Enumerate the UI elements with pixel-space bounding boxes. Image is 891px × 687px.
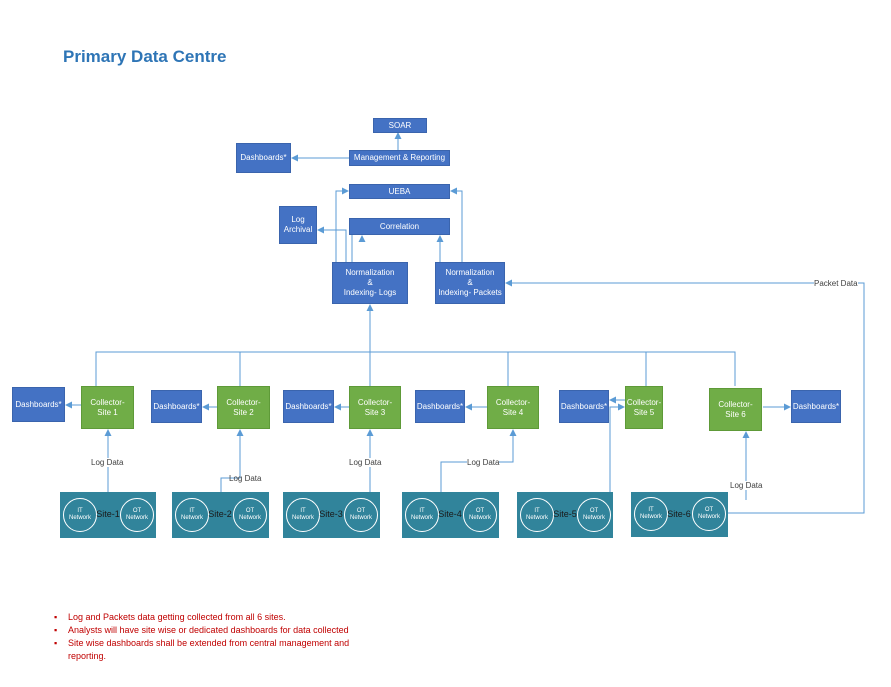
dashboards-site-2: Dashboards* <box>151 390 202 423</box>
soar-box: SOAR <box>373 118 427 133</box>
site-4-block: IT Network Site-4 OT Network <box>402 492 499 538</box>
site-label: Site-2 <box>208 509 232 519</box>
logs-to-ueba-arrow <box>335 187 349 262</box>
log-data-label-2: Log Data <box>229 474 262 483</box>
note-item: Log and Packets data getting collected f… <box>54 611 358 624</box>
collector-site-6: Collector- Site 6 <box>709 388 762 431</box>
s2-log-arrow <box>220 429 244 492</box>
collector-site-5: Collector- Site 5 <box>625 386 663 429</box>
site-3-block: IT Network Site-3 OT Network <box>283 492 380 538</box>
site-label: Site-6 <box>667 509 691 519</box>
packet-data-arrow <box>505 279 865 514</box>
collector-site-3: Collector- Site 3 <box>349 386 401 429</box>
central-dashboards-box: Dashboards* <box>236 143 291 173</box>
site-label: Site-3 <box>319 509 343 519</box>
note-item: Site wise dashboards shall be extended f… <box>54 637 358 663</box>
correlation-box: Correlation <box>349 218 450 235</box>
ot-network-circle: OT Network <box>233 498 267 532</box>
collector-site-4: Collector- Site 4 <box>487 386 539 429</box>
it-network-circle: IT Network <box>634 497 668 531</box>
dashboards-site-5: Dashboards* <box>559 390 609 423</box>
note-item: Analysts will have site wise or dedicate… <box>54 624 358 637</box>
dashboards-site-1: Dashboards* <box>12 387 65 422</box>
it-network-circle: IT Network <box>286 498 320 532</box>
ot-network-circle: OT Network <box>463 498 497 532</box>
packet-data-label: Packet Data <box>814 279 858 288</box>
site-6-block: IT Network Site-6 OT Network <box>631 492 728 537</box>
dashboards-site-6: Dashboards* <box>791 390 841 423</box>
dashboards-site-4: Dashboards* <box>415 390 465 423</box>
notes-list: Log and Packets data getting collected f… <box>54 611 358 663</box>
site-5-block: IT Network Site-5 OT Network <box>517 492 613 538</box>
collector-bus-line <box>95 351 736 386</box>
collector-site-1: Collector- Site 1 <box>81 386 134 429</box>
it-network-circle: IT Network <box>520 498 554 532</box>
site-1-block: IT Network Site-1 OT Network <box>60 492 156 538</box>
site-2-block: IT Network Site-2 OT Network <box>172 492 269 538</box>
ot-network-circle: OT Network <box>120 498 154 532</box>
log-archival-box: Log Archival <box>279 206 317 244</box>
ot-network-circle: OT Network <box>577 498 611 532</box>
site-label: Site-5 <box>553 509 577 519</box>
log-data-label-3: Log Data <box>349 458 382 467</box>
ot-network-circle: OT Network <box>344 498 378 532</box>
normalization-logs-box: Normalization & Indexing- Logs <box>332 262 408 304</box>
normalization-packets-box: Normalization & Indexing- Packets <box>435 262 505 304</box>
site-label: Site-1 <box>96 509 120 519</box>
log-data-label-6: Log Data <box>730 481 763 490</box>
s5-log-arrow <box>609 403 625 515</box>
log-data-label-1: Log Data <box>91 458 124 467</box>
site-label: Site-4 <box>438 509 462 519</box>
packets-to-ueba-arrow <box>450 187 463 262</box>
it-network-circle: IT Network <box>63 498 97 532</box>
dashboards-site-3: Dashboards* <box>283 390 334 423</box>
logs-to-archival-arrow <box>317 226 347 262</box>
collector-site-2: Collector- Site 2 <box>217 386 270 429</box>
ot-network-circle: OT Network <box>692 497 726 531</box>
it-network-circle: IT Network <box>405 498 439 532</box>
log-data-label-4: Log Data <box>467 458 500 467</box>
ueba-box: UEBA <box>349 184 450 199</box>
management-reporting-box: Management & Reporting <box>349 150 450 166</box>
it-network-circle: IT Network <box>175 498 209 532</box>
page-title: Primary Data Centre <box>63 47 227 66</box>
